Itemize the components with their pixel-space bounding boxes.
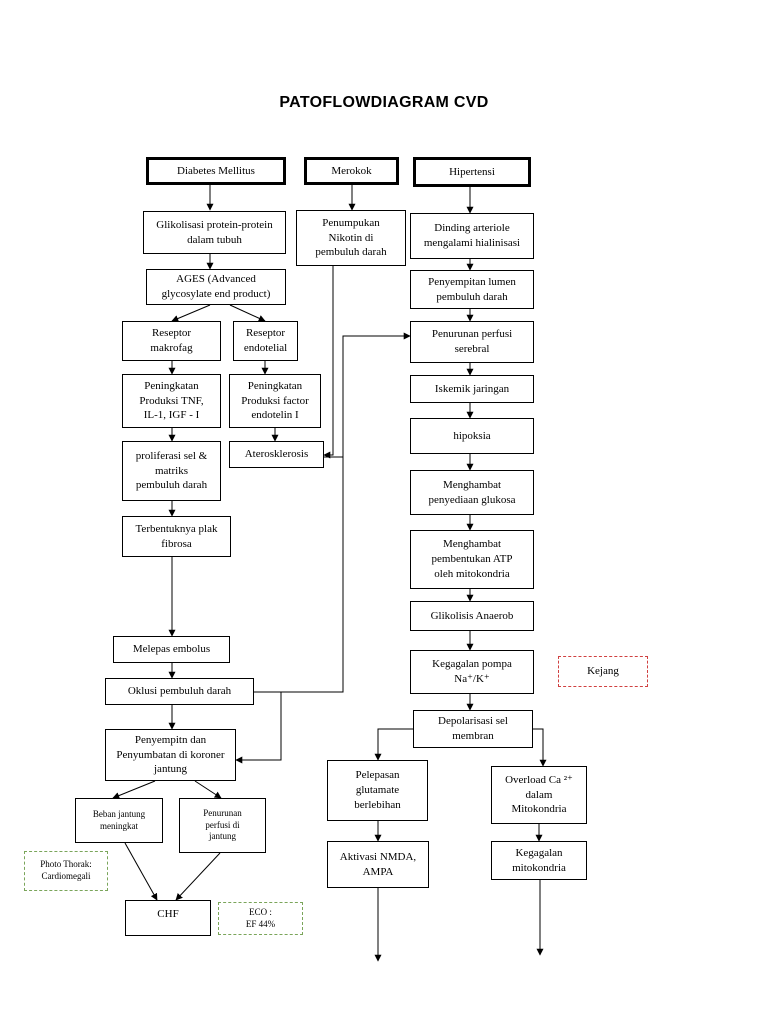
box-diabetes-mellitus: Diabetes Mellitus (146, 157, 286, 185)
box-peningkatan-endotelin: Peningkatan Produksi factor endotelin I (229, 374, 321, 428)
box-beban-jantung: Beban jantung meningkat (75, 798, 163, 843)
box-glikolisis-anaerob: Glikolisis Anaerob (410, 601, 534, 631)
box-plak-fibrosa: Terbentuknya plak fibrosa (122, 516, 231, 557)
box-peningkatan-tnf: Peningkatan Produksi TNF, IL-1, IGF - I (122, 374, 221, 428)
box-menghambat-atp: Menghambat pembentukan ATP oleh mitokond… (410, 530, 534, 589)
box-penurunan-perfusi-jantung: Penurunan perfusi di jantung (179, 798, 266, 853)
box-aterosklerosis: Aterosklerosis (229, 441, 324, 468)
box-proliferasi: proliferasi sel & matriks pembuluh darah (122, 441, 221, 501)
box-pelepasan-glutamate: Pelepasan glutamate berlebihan (327, 760, 428, 821)
box-kegagalan-pompa: Kegagalan pompa Na⁺/K⁺ (410, 650, 534, 694)
box-ages: AGES (Advanced glycosylate end product) (146, 269, 286, 305)
box-kejang: Kejang (558, 656, 648, 687)
box-menghambat-glukosa: Menghambat penyediaan glukosa (410, 470, 534, 515)
box-penyempitan-lumen: Penyempitan lumen pembuluh darah (410, 270, 534, 309)
box-iskemik-jaringan: Iskemik jaringan (410, 375, 534, 403)
box-penyempitan-koroner: Penyempitn dan Penyumbatan di koroner ja… (105, 729, 236, 781)
box-penurunan-perfusi-serebral: Penurunan perfusi serebral (410, 321, 534, 363)
box-merokok: Merokok (304, 157, 399, 185)
box-dinding-arteriole: Dinding arteriole mengalami hialinisasi (410, 213, 534, 259)
box-eco: ECO : EF 44% (218, 902, 303, 935)
box-reseptor-endotelial: Reseptor endotelial (233, 321, 298, 361)
box-aktivasi-nmda: Aktivasi NMDA, AMPA (327, 841, 429, 888)
box-kegagalan-mitokondria: Kegagalan mitokondria (491, 841, 587, 880)
box-penumpukan-nikotin: Penumpukan Nikotin di pembuluh darah (296, 210, 406, 266)
box-hipertensi: Hipertensi (413, 157, 531, 187)
box-reseptor-makrofag: Reseptor makrofag (122, 321, 221, 361)
box-melepas-embolus: Melepas embolus (113, 636, 230, 663)
box-chf: CHF (125, 900, 211, 936)
box-glikolisasi: Glikolisasi protein-protein dalam tubuh (143, 211, 286, 254)
box-oklusi: Oklusi pembuluh darah (105, 678, 254, 705)
box-hipoksia: hipoksia (410, 418, 534, 454)
box-depolarisasi: Depolarisasi sel membran (413, 710, 533, 748)
page-title: PATOFLOWDIAGRAM CVD (279, 94, 489, 111)
box-foto-thorak: Photo Thorak: Cardiomegali (24, 851, 108, 891)
box-overload-ca: Overload Ca ²⁺ dalam Mitokondria (491, 766, 587, 824)
